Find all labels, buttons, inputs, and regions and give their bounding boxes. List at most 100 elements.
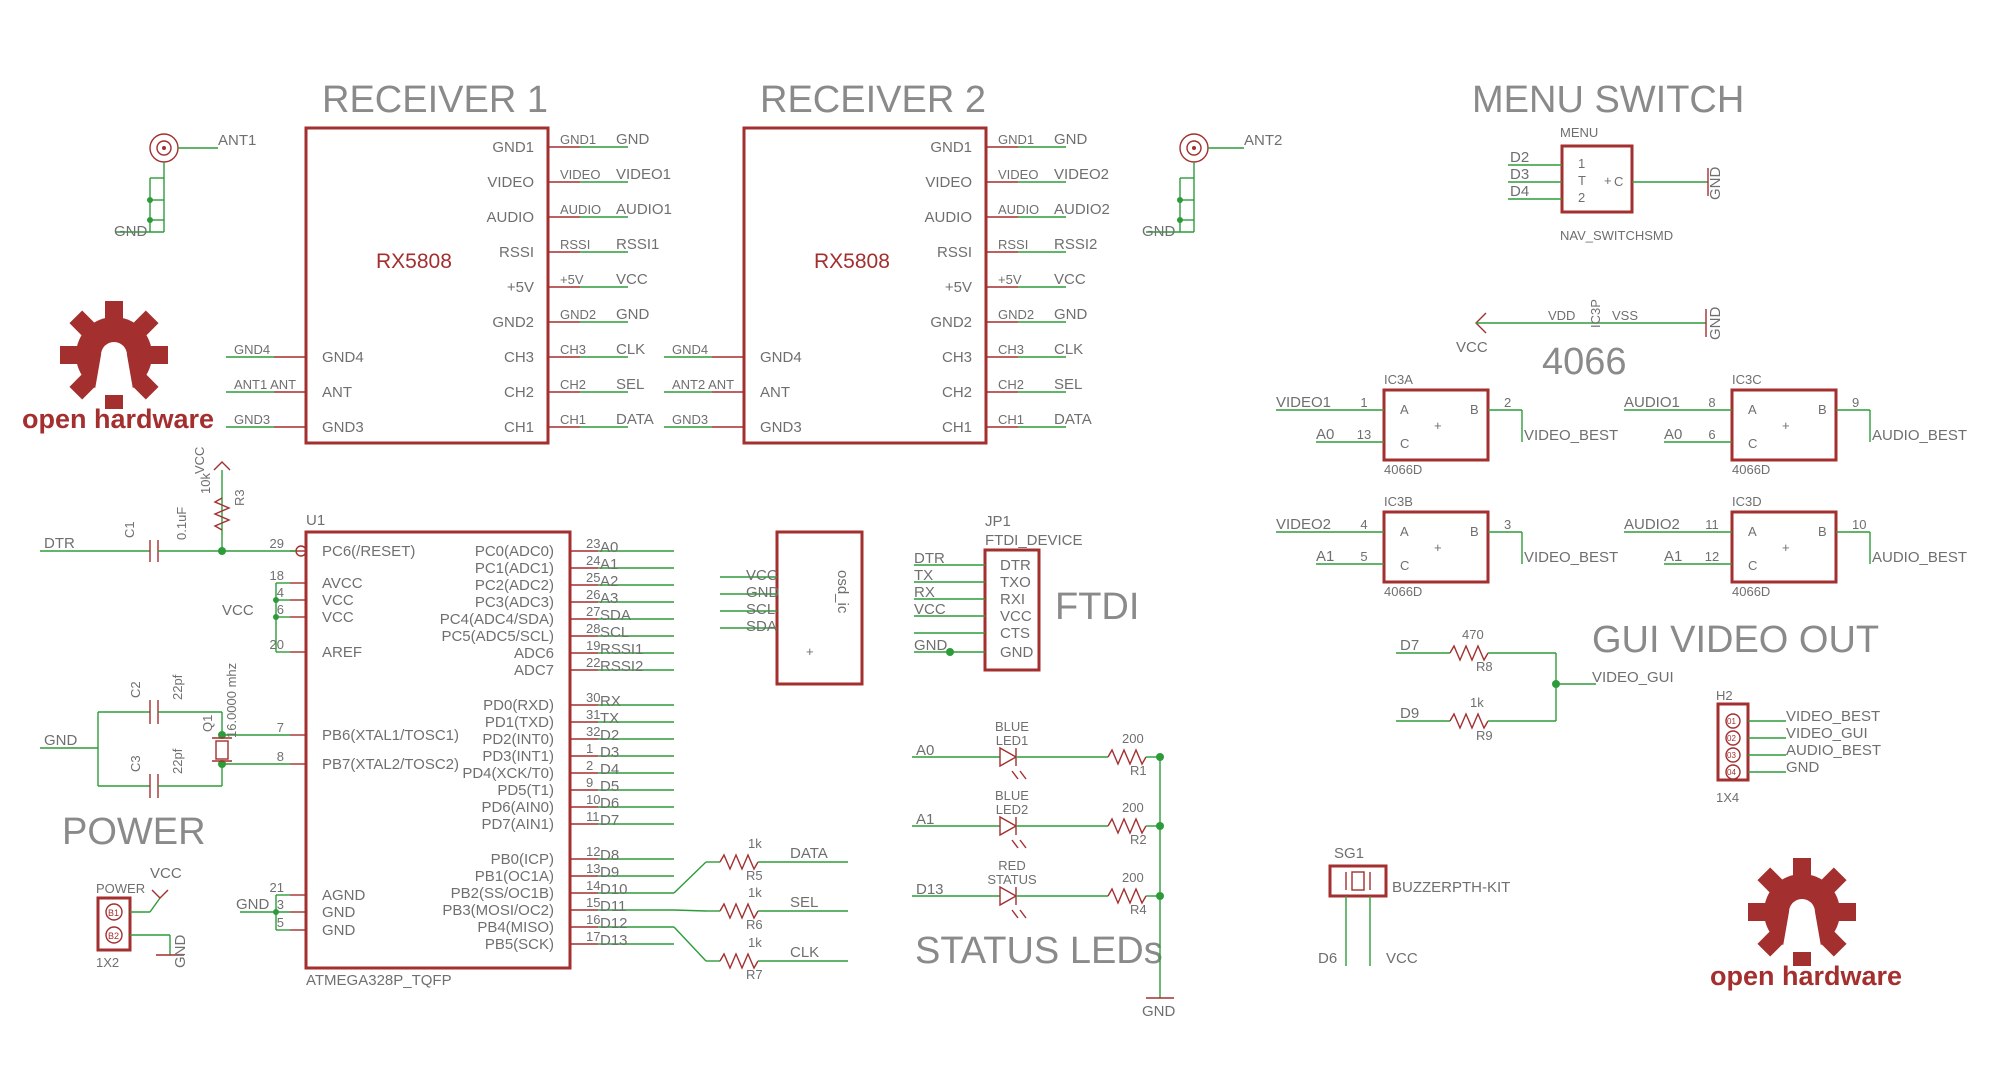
r9-value: 1k [1470, 695, 1484, 710]
title-gui-video-out: GUI VIDEO OUT [1592, 619, 1879, 661]
mcu-pin-PC4(ADC4/SDA): PC4(ADC4/SDA) [440, 611, 554, 628]
mcu-pin-num: 10 [586, 792, 600, 807]
receiver-pin-ANT: ANT [322, 384, 352, 401]
switch-out-VIDEO_BEST: VIDEO_BEST [1524, 549, 1618, 566]
receiver-pin-AUDIO: AUDIO [486, 209, 534, 226]
mcu-pin-PD3(INT1): PD3(INT1) [482, 748, 554, 765]
c1-value: 0.1uF [174, 507, 189, 540]
switch-ref: IC3C [1732, 372, 1762, 387]
mcu-pin-PD0(RXD): PD0(RXD) [483, 697, 554, 714]
mcu-net-D5: D5 [600, 778, 619, 795]
mcu-net-RSSI1: RSSI1 [600, 641, 643, 658]
receiver-signal-GND: GND [616, 131, 650, 148]
mcu-pin-ADC7: ADC7 [514, 662, 554, 679]
led-ref: STATUS [987, 872, 1037, 887]
gui-out: VIDEO_GUI [1592, 669, 1674, 686]
mcu-atmega328p: U1ATMEGA328P_TQFPPC6(/RESET)29AVCC18VCC4… [222, 512, 674, 989]
title-status-leds: STATUS LEDs [915, 930, 1163, 972]
menu-pin-1: 1 [1578, 156, 1585, 171]
receiver-left-net: GND4 [672, 342, 708, 357]
switch-pin-a: 1 [1360, 395, 1367, 410]
ftdi-net-RX: RX [914, 584, 935, 601]
gui-net-d9: D9 [1400, 705, 1419, 722]
svg-text:B: B [1818, 524, 1827, 539]
switch-out-AUDIO_BEST: AUDIO_BEST [1872, 549, 1967, 566]
mcu-pin-PC0(ADC0): PC0(ADC0) [475, 543, 554, 560]
svg-text:+: + [1782, 540, 1790, 555]
mcu-net-D13: D13 [600, 932, 628, 949]
receiver-pin-CH2: CH2 [942, 384, 972, 401]
mcu-net-SDA: SDA [600, 607, 631, 624]
mcu-pin-num: 30 [586, 690, 600, 705]
receiver-net-GND1: GND1 [560, 132, 596, 147]
svg-text:+: + [806, 644, 814, 659]
receiver-net-VIDEO: VIDEO [560, 167, 600, 182]
c1-ref: C1 [122, 521, 137, 538]
mcu-pin-PB5(SCK): PB5(SCK) [485, 936, 554, 953]
mcu-pin-num: 21 [270, 880, 284, 895]
r3-ref: R3 [232, 489, 247, 506]
menu-pin-t: T [1578, 173, 1586, 188]
receiver-signal-SEL: SEL [1054, 376, 1082, 393]
mcu-net-D3: D3 [600, 744, 619, 761]
power-pin-b1: B1 [108, 908, 119, 918]
mcu-pin-num: 25 [586, 570, 600, 585]
ftdi-net-VCC: VCC [914, 601, 946, 618]
mcu-pin-num: 32 [586, 724, 600, 739]
svg-text:B: B [1470, 524, 1479, 539]
switch-pin-c: 5 [1360, 549, 1367, 564]
ftdi-pin-TXO: TXO [1000, 574, 1031, 591]
mcu-pin-num: 29 [270, 536, 284, 551]
receiver-pin-RSSI: RSSI [499, 244, 534, 261]
switch-in-VIDEO1: VIDEO1 [1276, 394, 1331, 411]
r3-value: 10k [198, 473, 213, 494]
mcu-pin-PB0(ICP): PB0(ICP) [491, 851, 554, 868]
mcu-pin-num: 18 [270, 568, 284, 583]
receiver-body [304, 126, 550, 445]
gnd-label: GND [236, 896, 270, 913]
receiver-pin-VIDEO: VIDEO [925, 174, 972, 191]
antenna-1: ANT1 GND [114, 132, 256, 240]
mcu-pin-num: 17 [586, 929, 600, 944]
receiver-signal-GND: GND [1054, 306, 1088, 323]
receiver-signal-VCC: VCC [1054, 271, 1086, 288]
receiver-pin-CH2: CH2 [504, 384, 534, 401]
mcu-pin-num: 27 [586, 604, 600, 619]
spi-resistor-value: 1k [748, 836, 762, 851]
mcu-pin-PD7(AIN1): PD7(AIN1) [481, 816, 554, 833]
receiver-signal-RSSI2: RSSI2 [1054, 236, 1097, 253]
spi-net-CLK: CLK [790, 944, 819, 961]
mcu-pin-PB4(MISO): PB4(MISO) [477, 919, 554, 936]
svg-text:+: + [1782, 418, 1790, 433]
mcu-net-D7: D7 [600, 812, 619, 829]
switch-body [1382, 510, 1490, 584]
receiver-signal-DATA: DATA [616, 411, 654, 428]
switch-ref: IC3A [1384, 372, 1413, 387]
switch-out-AUDIO_BEST: AUDIO_BEST [1872, 427, 1967, 444]
receiver-pin-VIDEO: VIDEO [487, 174, 534, 191]
mcu-pin-num: 19 [586, 638, 600, 653]
menu-title: MENU [1560, 125, 1598, 140]
led-resistor-ref: R2 [1130, 832, 1147, 847]
switch-pin-c: 6 [1708, 427, 1715, 442]
ftdi-header-jp1: JP1 FTDI_DEVICE DTRDTRTXOTXRXIRXVCCVCCCT… [914, 513, 1083, 672]
switch-in-AUDIO1: AUDIO1 [1624, 394, 1680, 411]
mcu-pin-num: 8 [277, 749, 284, 764]
mcu-net-D11: D11 [600, 898, 626, 915]
receiver-signal-VIDEO2: VIDEO2 [1054, 166, 1109, 183]
osd-pin-vcc: VCC [746, 567, 778, 584]
mcu-pin-num: 31 [586, 707, 600, 722]
ic4066-gnd: GND [1707, 307, 1724, 341]
mcu-net-A0: A0 [600, 539, 618, 556]
vcc-label: VCC [222, 602, 254, 619]
receiver-net-CH2: CH2 [998, 377, 1024, 392]
power-connector: POWER B1 B2 1X2 VCC GND [96, 865, 189, 970]
open-hardware-logo-left: open hardware [22, 301, 214, 434]
receiver-left-net: GND3 [672, 412, 708, 427]
c2-ref: C2 [128, 681, 143, 698]
svg-text:A: A [1400, 402, 1409, 417]
svg-text:+: + [1604, 173, 1612, 188]
